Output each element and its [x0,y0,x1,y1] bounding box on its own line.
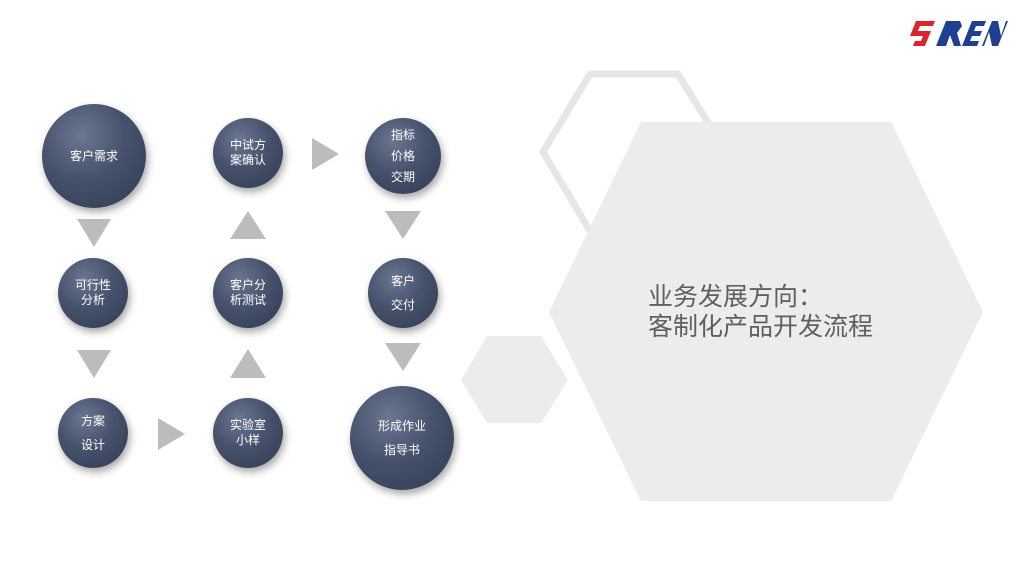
node-feasibility-analysis: 可行性 分析 [58,258,128,328]
node-plan-design: 方案 设计 [58,398,128,468]
arrow-down-icon [385,343,421,371]
node-label: 价格 [390,148,415,163]
large-hexagon [549,122,983,501]
node-customer-delivery: 客户 交付 [368,258,438,328]
arrow-up-icon [230,349,266,378]
node-work-instruction: 形成作业 指导书 [350,386,454,490]
node-label: 客户分 [229,278,266,292]
node-customer-analysis-test: 客户分 析测试 [213,258,283,328]
headline: 业务发展方向： 客制化产品开发流程 [648,282,873,342]
arrow-down-icon [77,350,111,378]
node-label: 形成作业 [377,419,426,433]
arrow-down-icon [385,211,421,239]
node-label: 析测试 [229,293,266,307]
node-label: 方案 [80,414,105,428]
node-label: 案确认 [229,153,266,167]
node-label: 实验室 [229,418,266,432]
node-label: 小样 [235,433,260,447]
node-customer-demand: 客户需求 [42,104,146,208]
node-label: 客户 [390,274,415,288]
node-label: 分析 [80,293,105,307]
arrow-right-icon [158,418,185,450]
sren-logo [906,21,1008,46]
node-label: 交付 [390,298,415,312]
headline-line-1: 业务发展方向： [648,282,824,311]
node-label: 中试方 [229,138,266,152]
node-lab-sample: 实验室 小样 [213,398,283,468]
small-hexagon [461,336,568,423]
arrow-up-icon [230,211,266,239]
node-label: 指导书 [383,443,420,457]
node-pilot-plan-confirm: 中试方 案确认 [213,118,283,188]
headline-line-2: 客制化产品开发流程 [648,312,874,341]
node-label: 指标 [390,127,415,142]
node-label: 交期 [390,169,415,184]
node-spec-price-lead-time: 指标 价格 交期 [365,118,441,194]
arrow-down-icon [77,219,111,247]
node-label: 客户需求 [69,148,118,163]
arrow-right-icon [312,138,339,170]
node-label: 设计 [80,438,105,452]
node-label: 可行性 [74,278,111,292]
